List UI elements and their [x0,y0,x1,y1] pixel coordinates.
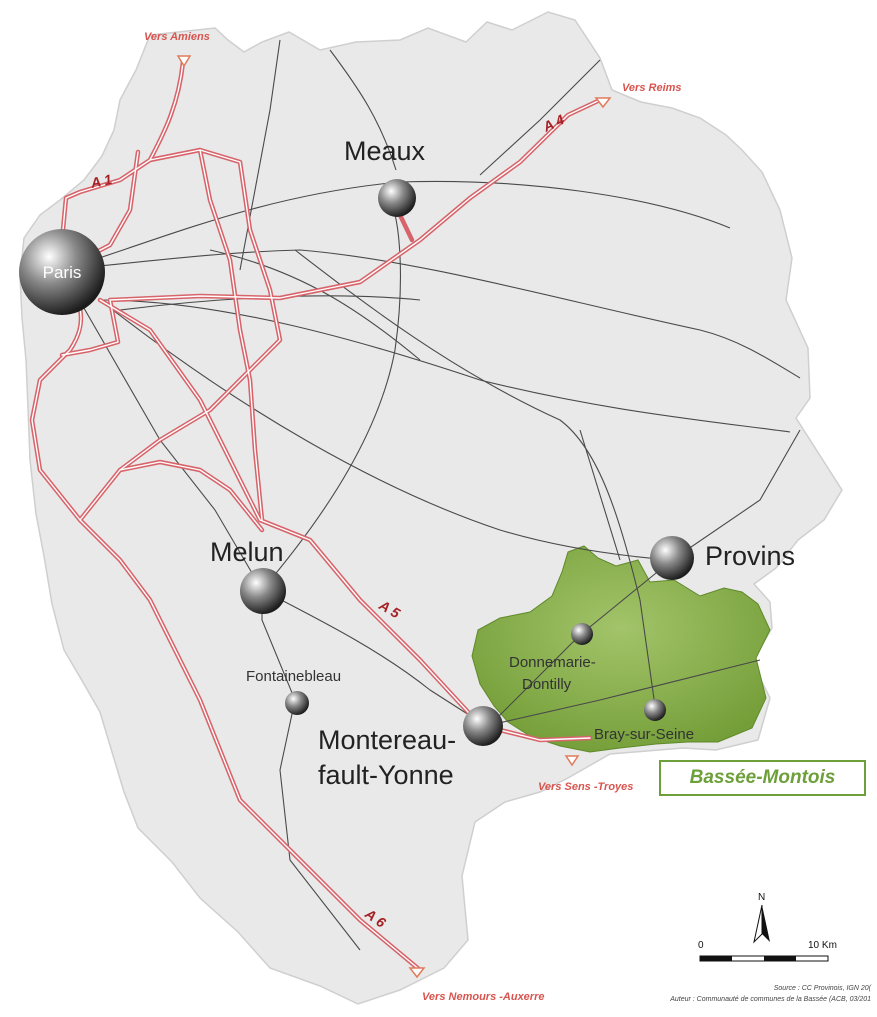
city-paris-marker [19,229,105,315]
city-montereau-label-1: Montereau- [318,725,456,755]
city-provins-marker [650,536,694,580]
source-credits: Source : CC Provinois, IGN 20( Auteur : … [670,983,871,1005]
direction-markers [176,55,612,979]
direction-sens-triangle [564,755,580,767]
city-montereau-label-2: fault-Yonne [318,760,454,790]
city-donnemarie-label-1: Donnemarie- [509,654,596,671]
city-donnemarie-label-2: Dontilly [522,676,572,693]
direction-sens-label: Vers Sens -Troyes [538,781,633,793]
city-fontainebleau-marker [285,691,309,715]
city-meaux-label: Meaux [344,136,426,166]
city-bray-marker [644,699,666,721]
city-provins-label: Provins [705,541,795,571]
direction-amiens-triangle [176,55,192,68]
north-arrow-icon [753,904,770,944]
source-line-1: Source : CC Provinois, IGN 20( [773,985,871,992]
city-montereau-marker [463,706,503,746]
city-paris-label: Paris [43,263,82,282]
direction-reims-triangle [594,97,612,109]
secondary-roads [61,39,801,951]
scale-end-label: 10 Km [808,940,837,951]
city-melun-label: Melun [210,537,284,567]
direction-nemours-label: Vers Nemours -Auxerre [422,991,544,1003]
city-melun-marker [240,568,286,614]
bassee-montois-area [471,545,771,753]
city-bray-label: Bray-sur-Seine [594,726,694,743]
direction-reims-label: Vers Reims [622,82,682,94]
source-line-2: Auteur : Communauté de communes de la Ba… [670,996,871,1003]
legend-bassee-montois: Bassée-Montois [659,760,866,796]
city-donnemarie-marker [571,623,593,645]
legend-area-name: Bassée-Montois [689,767,836,788]
city-fontainebleau-label: Fontainebleau [246,668,341,685]
direction-nemours-triangle [408,967,426,979]
north-label: N [758,892,765,903]
scale-bar [699,955,829,962]
territory-seine-et-marne [19,11,843,1005]
scale-zero-label: 0 [698,940,704,951]
direction-amiens-label: Vers Amiens [144,31,210,43]
highway-a1-label: A 1 [88,171,113,191]
city-meaux-marker [378,179,416,217]
